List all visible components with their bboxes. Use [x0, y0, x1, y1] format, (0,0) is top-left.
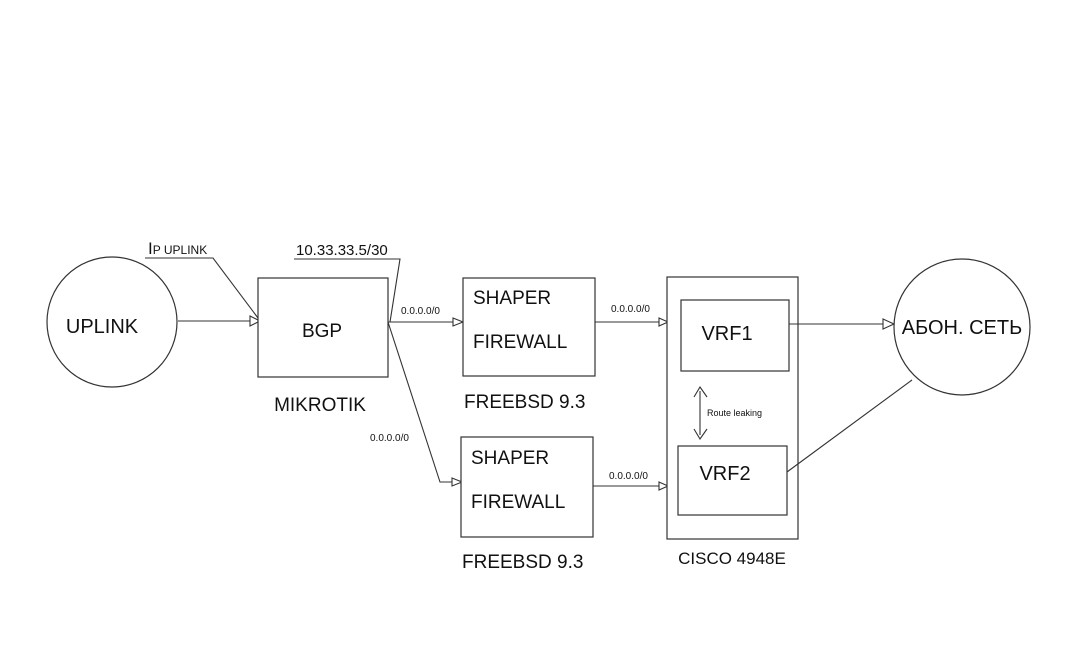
freebsd-bottom-label: FREEBSD 9.3 [462, 552, 583, 573]
freebsd-top-label: FREEBSD 9.3 [464, 392, 585, 413]
abon-circle [893, 258, 1031, 396]
vrf2-node: VRF2 [677, 445, 788, 516]
route-bottom-mikrotik-label: 0.0.0.0/0 [370, 433, 409, 444]
uplink-circle [46, 256, 178, 388]
freebsd-top-node: SHAPER FIREWALL FREEBSD 9.3 [462, 277, 596, 413]
bgp-label: BGP [302, 321, 342, 342]
bottom-freebsd-to-vrf2-arrowhead [658, 481, 670, 491]
route-leaking-label: Route leaking [707, 408, 762, 418]
bgp-node: BGP MIKROTIK [257, 277, 389, 416]
firewall-top-label: FIREWALL [473, 332, 567, 353]
bgp-ip-label: 10.33.33.5/30 [296, 242, 388, 259]
bgp-to-bottom-freebsd-arrowhead [451, 477, 464, 487]
route-leaking-connector: Route leaking [693, 385, 762, 441]
vrf2-to-abon-line [786, 379, 913, 473]
bgp-to-bottom-freebsd-line [387, 321, 452, 483]
vrf1-label: VRF1 [701, 323, 752, 345]
bgp-ip-callout: 10.33.33.5/30 [294, 242, 401, 323]
abon-node: АБОН. СЕТЬ [893, 258, 1031, 396]
firewall-bottom-label: FIREWALL [471, 492, 565, 513]
mikrotik-label: MIKROTIK [274, 395, 366, 416]
ip-uplink-leader-line [145, 257, 259, 319]
ip-uplink-callout: IP UPLINK [145, 239, 259, 319]
vrf2-label: VRF2 [699, 463, 750, 485]
bgp-to-top-freebsd-arrowhead [452, 317, 465, 327]
route-leaking-down-arrowhead [693, 428, 708, 441]
vrf2-box [677, 445, 788, 516]
top-freebsd-to-vrf1-arrowhead [658, 317, 670, 327]
abon-label: АБОН. СЕТЬ [902, 317, 1022, 339]
freebsd-bottom-box [460, 436, 594, 538]
freebsd-top-box [462, 277, 596, 377]
uplink-to-bgp-arrowhead [249, 315, 262, 327]
route-top-mikrotik-label: 0.0.0.0/0 [401, 306, 440, 317]
bgp-ip-leader-line [294, 258, 401, 323]
cisco-label: CISCO 4948E [678, 549, 786, 568]
route-leaking-up-arrowhead [693, 385, 708, 398]
uplink-label: UPLINK [66, 316, 139, 338]
ip-uplink-label: IP UPLINK [148, 239, 207, 258]
vrf1-to-abon-arrowhead [882, 318, 896, 330]
freebsd-bottom-node: SHAPER FIREWALL FREEBSD 9.3 [460, 436, 594, 573]
uplink-node: UPLINK [46, 256, 178, 388]
vrf1-box [680, 299, 790, 372]
vrf1-node: VRF1 [680, 299, 790, 372]
bgp-box [257, 277, 389, 378]
route-bottom-cisco-label: 0.0.0.0/0 [609, 471, 648, 482]
shaper-bottom-label: SHAPER [471, 448, 549, 469]
route-top-cisco-label: 0.0.0.0/0 [611, 304, 650, 315]
shaper-top-label: SHAPER [473, 288, 551, 309]
